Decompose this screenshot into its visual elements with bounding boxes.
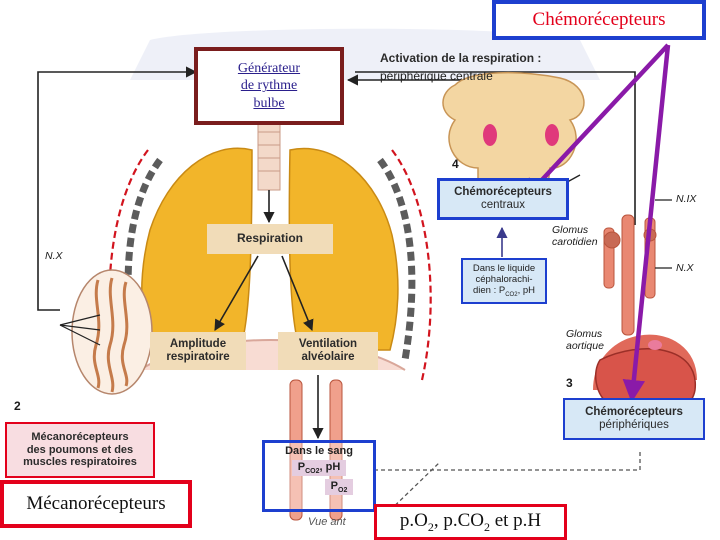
blood-pco2: PCO2, pH: [291, 460, 347, 477]
rib-cage-right: [377, 157, 416, 361]
purple-arrow-central: [521, 43, 670, 202]
nerve-x-right-label: N.X: [676, 262, 694, 274]
rhythm-generator-overlay: Générateur de rythme bulbe: [194, 47, 344, 125]
figure-number-4: 4: [452, 157, 459, 171]
loop-right-top-line: [355, 71, 636, 225]
mechanoreceptors-overlay: Mécanorécepteurs: [0, 480, 192, 528]
pleura-left: [108, 149, 149, 381]
nerve-x-left-label: N.X: [45, 250, 63, 262]
front-view-label: Vue ant: [308, 516, 346, 528]
central-chemo-spot-right: [545, 124, 559, 146]
brainstem: [442, 71, 585, 186]
loop-left-line: [37, 66, 198, 311]
blood-box-title: Dans le sang: [285, 445, 353, 457]
loop-bottom-line: [375, 452, 641, 471]
nerve-ix-label: N.IX: [676, 193, 697, 205]
mechanoreceptors-figure-box: Mécanorécepteurs des poumons et des musc…: [5, 422, 155, 478]
pleura-right: [391, 149, 432, 381]
central-chemo-spot-left: [483, 124, 497, 146]
figure-number-3: 3: [566, 376, 573, 390]
figure-number-2: 2: [14, 399, 21, 413]
right-lung: [288, 147, 399, 351]
respiration-label: Respiration: [207, 224, 333, 254]
trachea: [257, 119, 281, 191]
activation-title: Activation de la respiration :: [380, 51, 542, 66]
csf-box: Dans le liquide céphalorachi- dien : PCO…: [461, 258, 547, 304]
blood-box: Dans le sang PCO2, pH PO2: [262, 440, 376, 512]
blood-po2: PO2: [324, 479, 354, 496]
chemoreceptors-overlay: Chémorécepteurs: [492, 0, 706, 40]
blood-gases-overlay: p.O2, p.CO2 et p.H: [374, 504, 567, 540]
activation-subtitle: périphérique centrale: [380, 69, 493, 84]
purple-arrow-peripheral: [622, 44, 671, 403]
